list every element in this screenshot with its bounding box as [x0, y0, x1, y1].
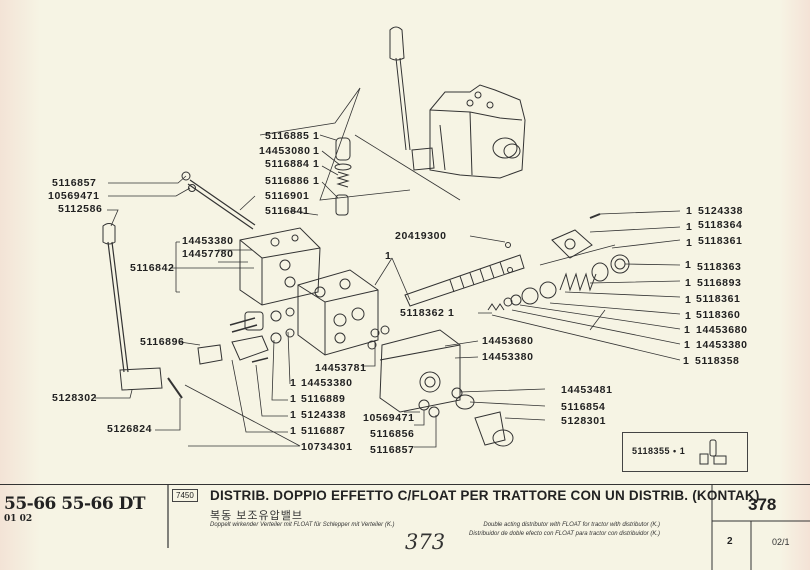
qty-label: 1: [685, 310, 691, 322]
part-label: 14453481: [561, 384, 613, 396]
qty-label: 1: [290, 425, 296, 437]
part-label: 10734301: [301, 441, 353, 453]
qty-label: 1: [385, 250, 391, 262]
part-label: 5116889: [301, 393, 346, 405]
part-label: 10569471: [48, 190, 100, 202]
kit-label: 5118355 • 1: [632, 446, 686, 456]
part-label: 14453380: [696, 339, 748, 351]
part-label: 14453781: [315, 362, 367, 374]
part-label: 5116856: [370, 428, 415, 440]
qty-label: 1: [684, 339, 690, 351]
qty-label: 1: [290, 377, 296, 389]
part-label: 14453680: [482, 335, 534, 347]
part-label: 5124338: [698, 205, 744, 217]
part-label: 5128302: [52, 392, 98, 404]
part-label: 14453080: [259, 145, 311, 157]
assembled-distributor-illustration: [389, 26, 526, 179]
part-label: 5116857: [52, 177, 97, 189]
part-label: 5118361: [698, 235, 743, 247]
part-label: 5116841: [265, 205, 310, 217]
part-label: 5118363: [697, 261, 742, 273]
part-label: 5116887: [301, 425, 346, 437]
part-label: 5116857: [370, 444, 415, 456]
part-label: 14453680: [696, 324, 748, 336]
qty-label: 1: [290, 409, 296, 421]
part-label: 5118362: [400, 307, 445, 319]
qty-label: 1: [685, 259, 691, 271]
qty-label: 1: [313, 130, 319, 142]
part-label: 14453380: [482, 351, 534, 363]
part-label: 5118364: [698, 219, 743, 231]
end-block-illustration: [239, 227, 321, 306]
part-label: 5118361: [696, 293, 741, 305]
qty-label: 1: [313, 158, 319, 170]
title-spanish: Distribuidor de doble efecto con FLOAT p…: [469, 531, 660, 537]
sheet-number: 2: [727, 536, 733, 547]
part-label: 14453380: [182, 235, 234, 247]
qty-label: 1: [684, 324, 690, 336]
title-german: Doppelt wirkender Verteiler mit FLOAT fü…: [210, 522, 395, 528]
part-label: 10569471: [363, 412, 415, 424]
part-label: 5116854: [561, 401, 606, 413]
part-label: 5118358: [695, 355, 740, 367]
qty-label: 1: [313, 145, 319, 157]
handwritten-note: 373: [405, 530, 446, 554]
part-label: 5118360: [696, 309, 741, 321]
qty-label: 1: [686, 205, 692, 217]
spool-illustration: [404, 242, 525, 307]
group-code: 7450: [172, 489, 198, 502]
end-cover-illustration: [367, 325, 461, 413]
page-edge-right: [780, 0, 810, 570]
model-variants: 01 02: [4, 514, 33, 524]
title-korean: 복동 보조유압밸브: [210, 510, 304, 522]
kit-box: [622, 432, 748, 472]
title-italian: DISTRIB. DOPPIO EFFETTO C/FLOAT PER TRAT…: [210, 488, 760, 503]
part-label: 5116901: [265, 190, 310, 202]
spring-stack-illustration: [487, 213, 630, 331]
page-number: 378: [748, 495, 777, 514]
title-block-border: [0, 484, 810, 485]
part-label: 5116885: [265, 130, 310, 142]
part-label: 20419300: [395, 230, 447, 242]
part-label: 5116884: [265, 158, 310, 170]
cap-stack-illustration: [334, 137, 352, 216]
part-label: 5128301: [561, 415, 607, 427]
qty-label: 1: [686, 221, 692, 233]
part-label: 5116896: [140, 336, 185, 348]
qty-label: 1: [290, 393, 296, 405]
page-edge-left: [0, 0, 40, 570]
title-english: Double acting distributor with FLOAT for…: [483, 522, 660, 528]
part-label: 5116842: [130, 262, 175, 274]
qty-label: 1: [685, 294, 691, 306]
part-label: 5126824: [107, 423, 153, 435]
qty-label: 1: [313, 175, 319, 187]
qty-label: 1: [686, 237, 692, 249]
part-label: 5112586: [58, 203, 103, 215]
qty-label: 1: [448, 307, 454, 319]
revision: 02/1: [772, 537, 790, 547]
part-label: 14453380: [301, 377, 353, 389]
kit-icon: [699, 439, 727, 465]
central-body-illustration: [297, 269, 379, 356]
qty-label: 1: [685, 277, 691, 289]
part-label: 5124338: [301, 409, 347, 421]
part-label: 5116886: [265, 175, 310, 187]
part-label: 14457780: [182, 248, 234, 260]
part-label: 5116893: [697, 277, 742, 289]
qty-label: 1: [683, 355, 689, 367]
model-numbers: 55-66 55-66 DT: [4, 494, 145, 514]
